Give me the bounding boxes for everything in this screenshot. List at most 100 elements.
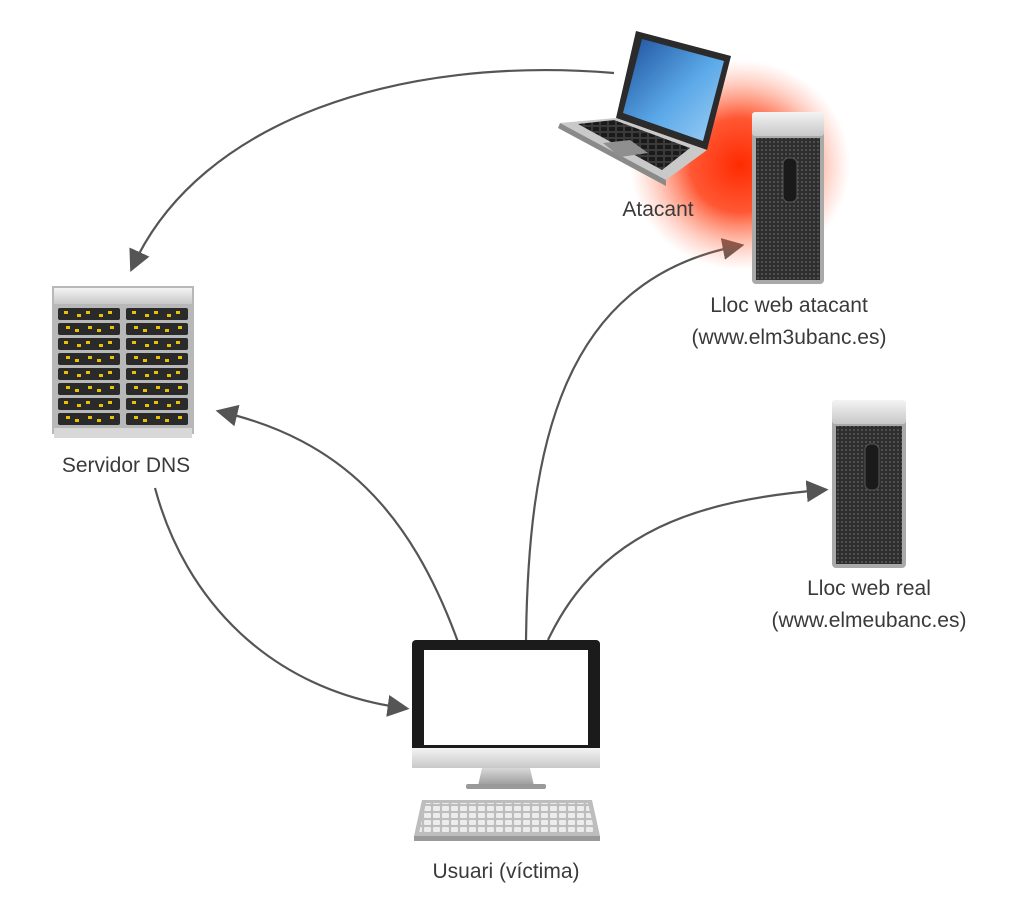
rack-led <box>165 419 169 422</box>
real-site-title: Lloc web real <box>807 577 931 600</box>
rack-led <box>97 359 101 362</box>
rack-led <box>167 314 171 317</box>
rack-led <box>77 314 81 317</box>
laptop-icon <box>558 31 731 186</box>
rack-led <box>143 389 147 392</box>
victim-label-text: Usuari (víctima) <box>432 860 580 883</box>
rack-led <box>143 329 147 332</box>
rack-led <box>88 386 92 389</box>
real-site-url: (www.elmeubanc.es) <box>771 609 967 632</box>
rack-led <box>134 386 138 389</box>
rack-led <box>66 356 70 359</box>
rack-led <box>77 344 81 347</box>
attacker-site-label: Lloc web atacant (www.elm3ubanc.es) <box>692 290 887 354</box>
rack-led <box>178 326 182 329</box>
rack-led <box>64 311 68 314</box>
rack-led <box>132 341 136 344</box>
rack-led <box>154 401 158 404</box>
rack-led <box>75 329 79 332</box>
rack-led <box>132 401 136 404</box>
rack-led <box>75 419 79 422</box>
rack-led <box>99 344 103 347</box>
rack-led <box>176 401 180 404</box>
arrow-dns-to-victim <box>153 487 410 717</box>
rack-led <box>110 356 114 359</box>
rack-led <box>176 371 180 374</box>
real-server-icon <box>832 400 906 568</box>
rack-led <box>108 311 112 314</box>
rack-led <box>108 401 112 404</box>
rack-led <box>178 386 182 389</box>
rack-led <box>86 401 90 404</box>
rack-led <box>64 401 68 404</box>
rack-led <box>165 329 169 332</box>
rack-led <box>167 374 171 377</box>
rack-led <box>176 341 180 344</box>
rack-led <box>154 371 158 374</box>
rack-led <box>132 311 136 314</box>
arrow-attacker-to-dns <box>129 69 615 272</box>
rack-led <box>154 311 158 314</box>
arrow-victim-to-real-site <box>547 480 829 641</box>
rack-led <box>88 416 92 419</box>
arrow-victim-to-dns <box>215 404 460 643</box>
rack-led <box>143 419 147 422</box>
rack-led <box>134 416 138 419</box>
rack-led <box>154 341 158 344</box>
rack-led <box>64 341 68 344</box>
rack-led <box>145 374 149 377</box>
rack-led <box>156 416 160 419</box>
rack-led <box>145 404 149 407</box>
rack-led <box>108 371 112 374</box>
rack-led <box>64 371 68 374</box>
rack-led <box>134 356 138 359</box>
rack-led <box>99 314 103 317</box>
rack-led <box>88 356 92 359</box>
rack-led <box>99 374 103 377</box>
rack-led <box>165 359 169 362</box>
rack-led <box>77 404 81 407</box>
rack-led <box>97 329 101 332</box>
rack-led <box>99 404 103 407</box>
victim-label: Usuari (víctima) <box>432 856 579 888</box>
keyboard-icon <box>414 800 600 841</box>
rack-led <box>88 326 92 329</box>
rack-led <box>66 386 70 389</box>
rack-led <box>110 416 114 419</box>
rack-led <box>97 389 101 392</box>
rack-led <box>75 389 79 392</box>
rack-led <box>145 344 149 347</box>
rack-led <box>86 311 90 314</box>
rack-led <box>77 374 81 377</box>
rack-led <box>75 359 79 362</box>
rack-led <box>134 326 138 329</box>
rack-led <box>178 416 182 419</box>
rack-led <box>86 371 90 374</box>
rack-led <box>110 386 114 389</box>
rack-led <box>86 341 90 344</box>
real-site-label: Lloc web real (www.elmeubanc.es) <box>772 573 967 637</box>
rack-led <box>178 356 182 359</box>
rack-led <box>176 311 180 314</box>
dns-rack-units <box>58 308 188 425</box>
rack-led <box>66 416 70 419</box>
attacker-server-icon <box>752 112 824 284</box>
rack-led <box>132 371 136 374</box>
dns-server-icon <box>52 286 194 438</box>
rack-led <box>66 326 70 329</box>
attacker-group <box>558 31 850 284</box>
attacker-label-text: Atacant <box>622 198 694 221</box>
rack-led <box>108 341 112 344</box>
rack-led <box>143 359 147 362</box>
rack-led <box>156 326 160 329</box>
attacker-site-title: Lloc web atacant <box>710 294 868 317</box>
rack-led <box>165 389 169 392</box>
rack-led <box>110 326 114 329</box>
rack-led <box>97 419 101 422</box>
dns-server-label: Servidor DNS <box>62 450 190 482</box>
attacker-site-url: (www.elm3ubanc.es) <box>691 326 887 349</box>
arrow-victim-to-attacker-site <box>524 238 745 643</box>
rack-led <box>156 356 160 359</box>
arrows <box>129 69 829 717</box>
